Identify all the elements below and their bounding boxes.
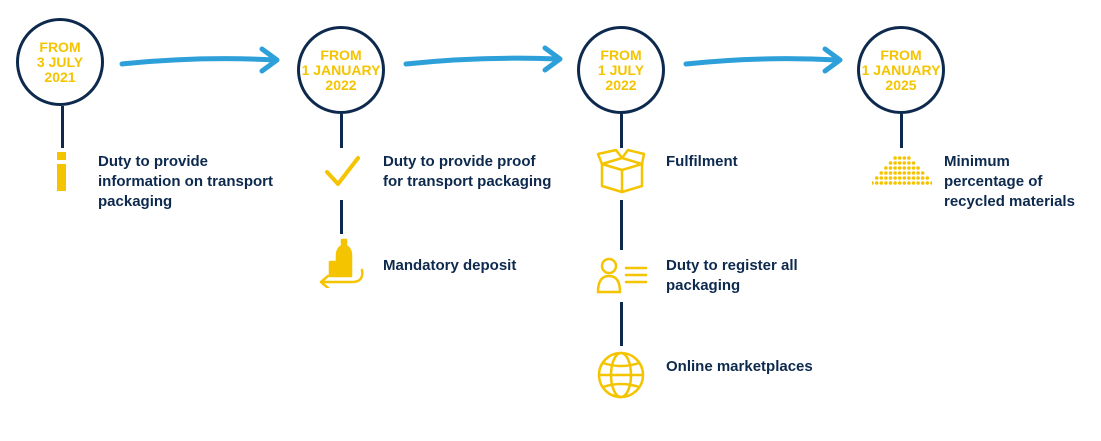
- arrow-2-icon: [403, 45, 563, 73]
- item-label-recycled-materials: Minimum percentage of recycled materials: [944, 153, 1075, 210]
- item-label-fulfilment: Fulfilment: [666, 153, 738, 170]
- milestone-from: FROM: [600, 46, 642, 63]
- recycled-pile-icon: [872, 156, 932, 185]
- milestone-year: 2022: [605, 76, 637, 93]
- info-icon: [57, 152, 66, 191]
- bottle-deposit-icon: [319, 238, 364, 288]
- person-register-icon: [596, 257, 648, 294]
- connector-line: [340, 200, 343, 234]
- milestone-from: FROM: [320, 46, 362, 63]
- item-label-register-packaging: Duty to register all packaging: [666, 257, 798, 294]
- checkmark-icon: [325, 156, 360, 186]
- milestone-circle-2021-07: FROM 3 JULY 2021: [16, 18, 104, 106]
- item-label-transport-info: Duty to provide information on transport…: [98, 153, 273, 210]
- connector-line: [620, 200, 623, 250]
- connector-line: [900, 114, 903, 148]
- globe-icon: [597, 351, 645, 399]
- arrow-3-icon: [683, 46, 843, 74]
- milestone-circle-2022-07: FROM 1 JULY 2022: [577, 26, 665, 114]
- milestone-date: 1 JANUARY: [861, 61, 941, 78]
- milestone-year: 2025: [885, 76, 917, 93]
- milestone-circle-2025-01: FROM 1 JANUARY 2025: [857, 26, 945, 114]
- milestone-from: FROM: [39, 38, 81, 55]
- milestone-date: 1 JULY: [597, 61, 645, 78]
- milestone-year: 2022: [325, 76, 357, 93]
- item-label-mandatory-deposit: Mandatory deposit: [383, 257, 517, 274]
- milestone-date: 1 JANUARY: [301, 61, 381, 78]
- milestone-date: 3 JULY: [36, 53, 84, 70]
- milestone-year: 2021: [44, 68, 76, 85]
- milestone-circle-2022-01: FROM 1 JANUARY 2022: [297, 26, 385, 114]
- milestone-from: FROM: [880, 46, 922, 63]
- connector-line: [61, 106, 64, 148]
- connector-line: [620, 114, 623, 148]
- item-label-online-marketplaces: Online marketplaces: [666, 358, 813, 375]
- open-box-icon: [596, 148, 646, 194]
- connector-line: [620, 302, 623, 346]
- arrow-1-icon: [119, 46, 280, 74]
- connector-line: [340, 114, 343, 148]
- item-label-transport-proof: Duty to provide proof for transport pack…: [383, 153, 552, 190]
